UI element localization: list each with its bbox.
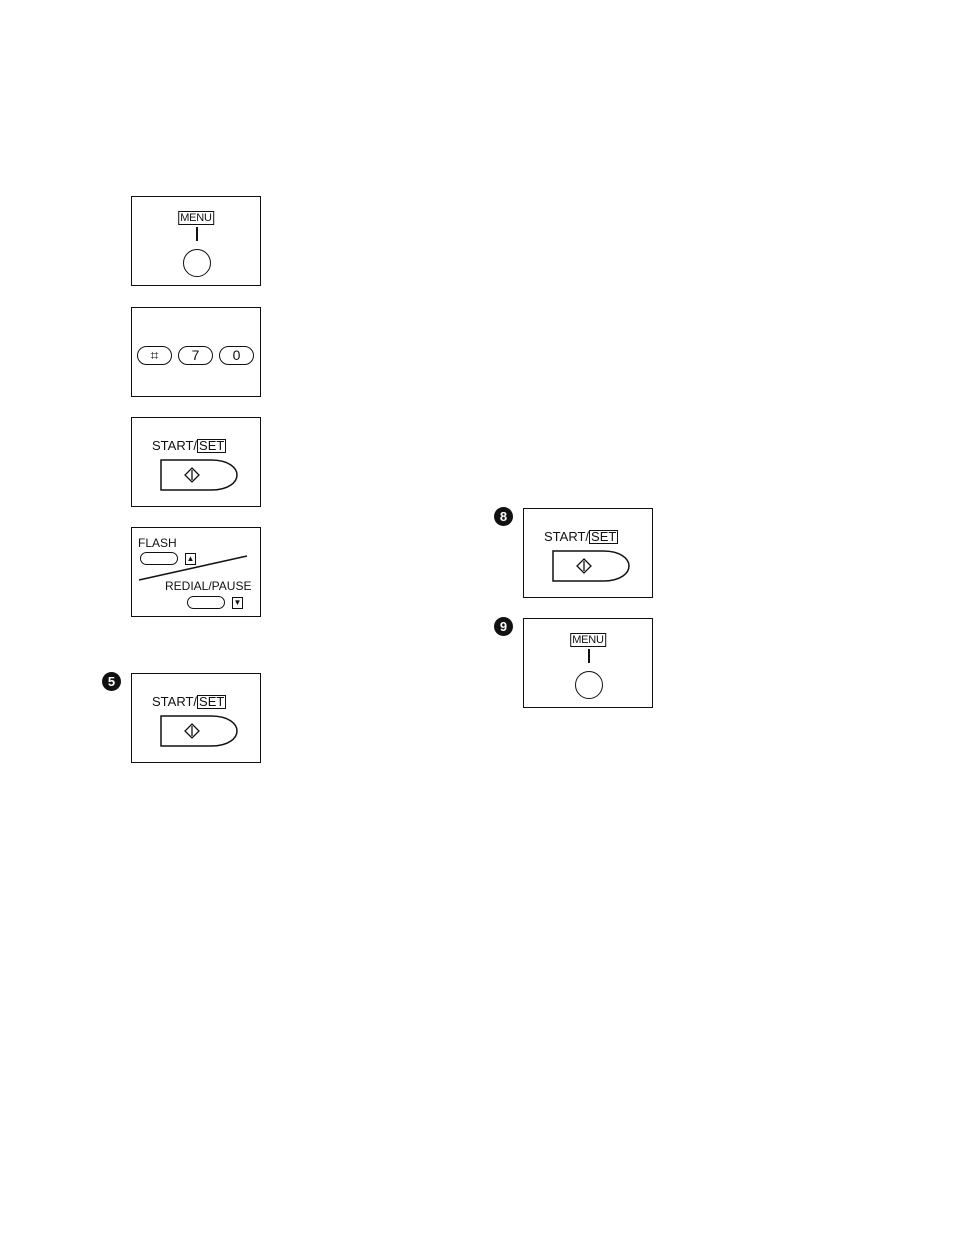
- key-0[interactable]: 0: [219, 346, 254, 365]
- menu-stem: [196, 227, 198, 241]
- start-button[interactable]: [159, 714, 239, 748]
- start-set-label: START/SET: [544, 529, 618, 544]
- start-set-label: START/SET: [152, 694, 226, 709]
- keypad-panel: ⌗ 7 0: [131, 307, 261, 397]
- start-set-panel-step8: START/SET: [523, 508, 653, 598]
- set-label-boxed: SET: [197, 439, 226, 453]
- start-button[interactable]: [551, 549, 631, 583]
- start-label-text: START/: [544, 529, 589, 544]
- start-set-panel-step5: START/SET: [131, 673, 261, 763]
- start-label-text: START/: [152, 438, 197, 453]
- start-set-label: START/SET: [152, 438, 226, 453]
- flash-redial-panel: FLASH ▲ REDIAL/PAUSE ▼: [131, 527, 261, 617]
- step-9-badge: 9: [494, 617, 513, 636]
- start-set-panel: START/SET: [131, 417, 261, 507]
- down-arrow-icon: ▼: [232, 597, 243, 609]
- start-button[interactable]: [159, 458, 239, 492]
- menu-label: MENU: [570, 633, 606, 647]
- menu-button[interactable]: [183, 249, 211, 277]
- step-8-badge: 8: [494, 507, 513, 526]
- step-5-badge: 5: [102, 672, 121, 691]
- menu-label: MENU: [178, 211, 214, 225]
- set-label-boxed: SET: [589, 530, 618, 544]
- start-label-text: START/: [152, 694, 197, 709]
- menu-panel-step9: MENU: [523, 618, 653, 708]
- menu-button[interactable]: [575, 671, 603, 699]
- redial-pause-button[interactable]: [187, 596, 225, 609]
- menu-stem: [588, 649, 590, 663]
- set-label-boxed: SET: [197, 695, 226, 709]
- menu-panel: MENU: [131, 196, 261, 286]
- hash-key[interactable]: ⌗: [137, 346, 172, 365]
- redial-pause-label: REDIAL/PAUSE: [165, 579, 251, 593]
- key-7[interactable]: 7: [178, 346, 213, 365]
